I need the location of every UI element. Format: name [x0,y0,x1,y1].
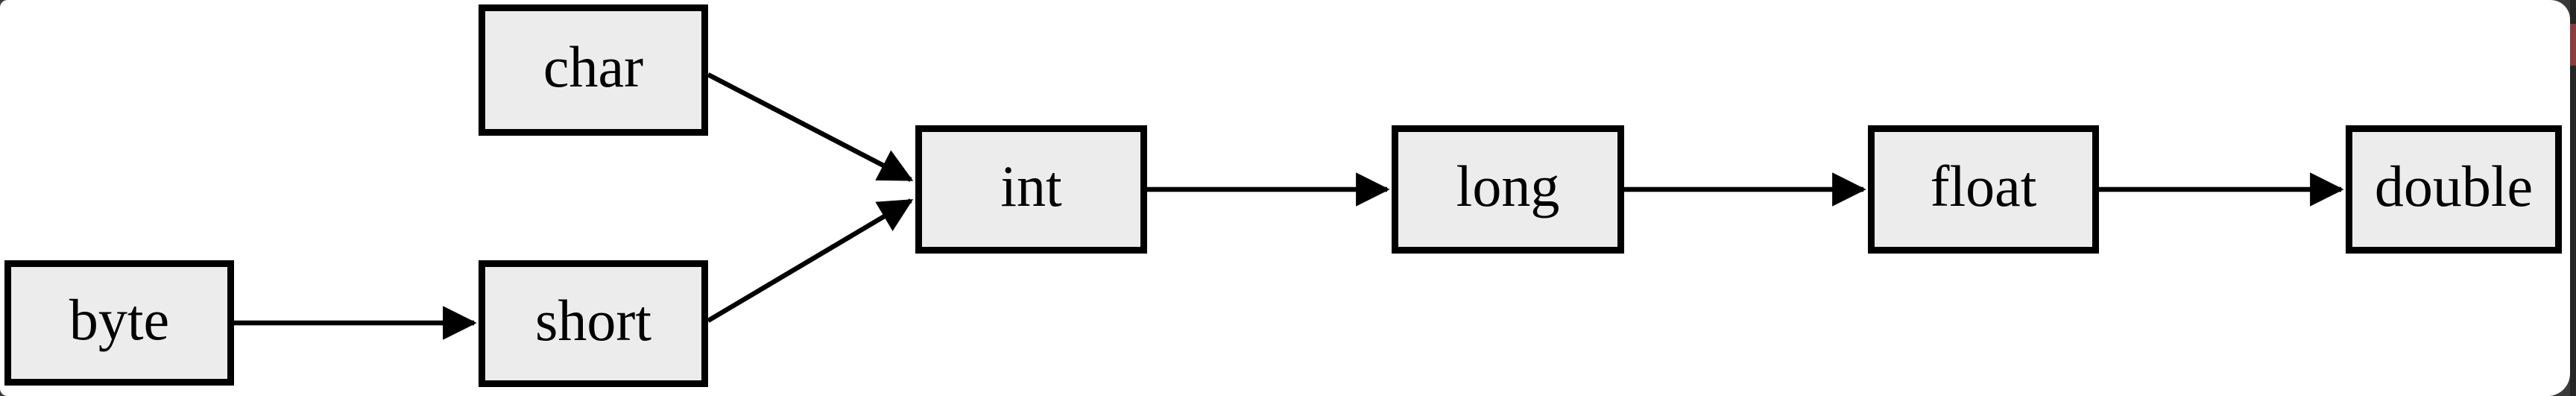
node-char-label: char [543,34,644,99]
node-short-label: short [535,288,651,353]
node-float-label: float [1930,154,2037,219]
scrollbar-marker [2570,24,2576,66]
node-byte: byte [4,260,234,386]
node-int: int [915,125,1147,254]
node-double: double [2346,125,2562,254]
node-int-label: int [1000,154,1062,219]
node-float: float [1868,125,2099,254]
node-double-label: double [2374,154,2534,219]
node-char: char [479,4,708,136]
edge-char-int [707,72,914,182]
edge-short-int [707,198,914,323]
node-long-label: long [1456,154,1560,219]
window-edge [2570,0,2576,396]
node-short: short [479,260,708,387]
node-long: long [1392,125,1624,254]
node-byte-label: byte [69,287,170,352]
